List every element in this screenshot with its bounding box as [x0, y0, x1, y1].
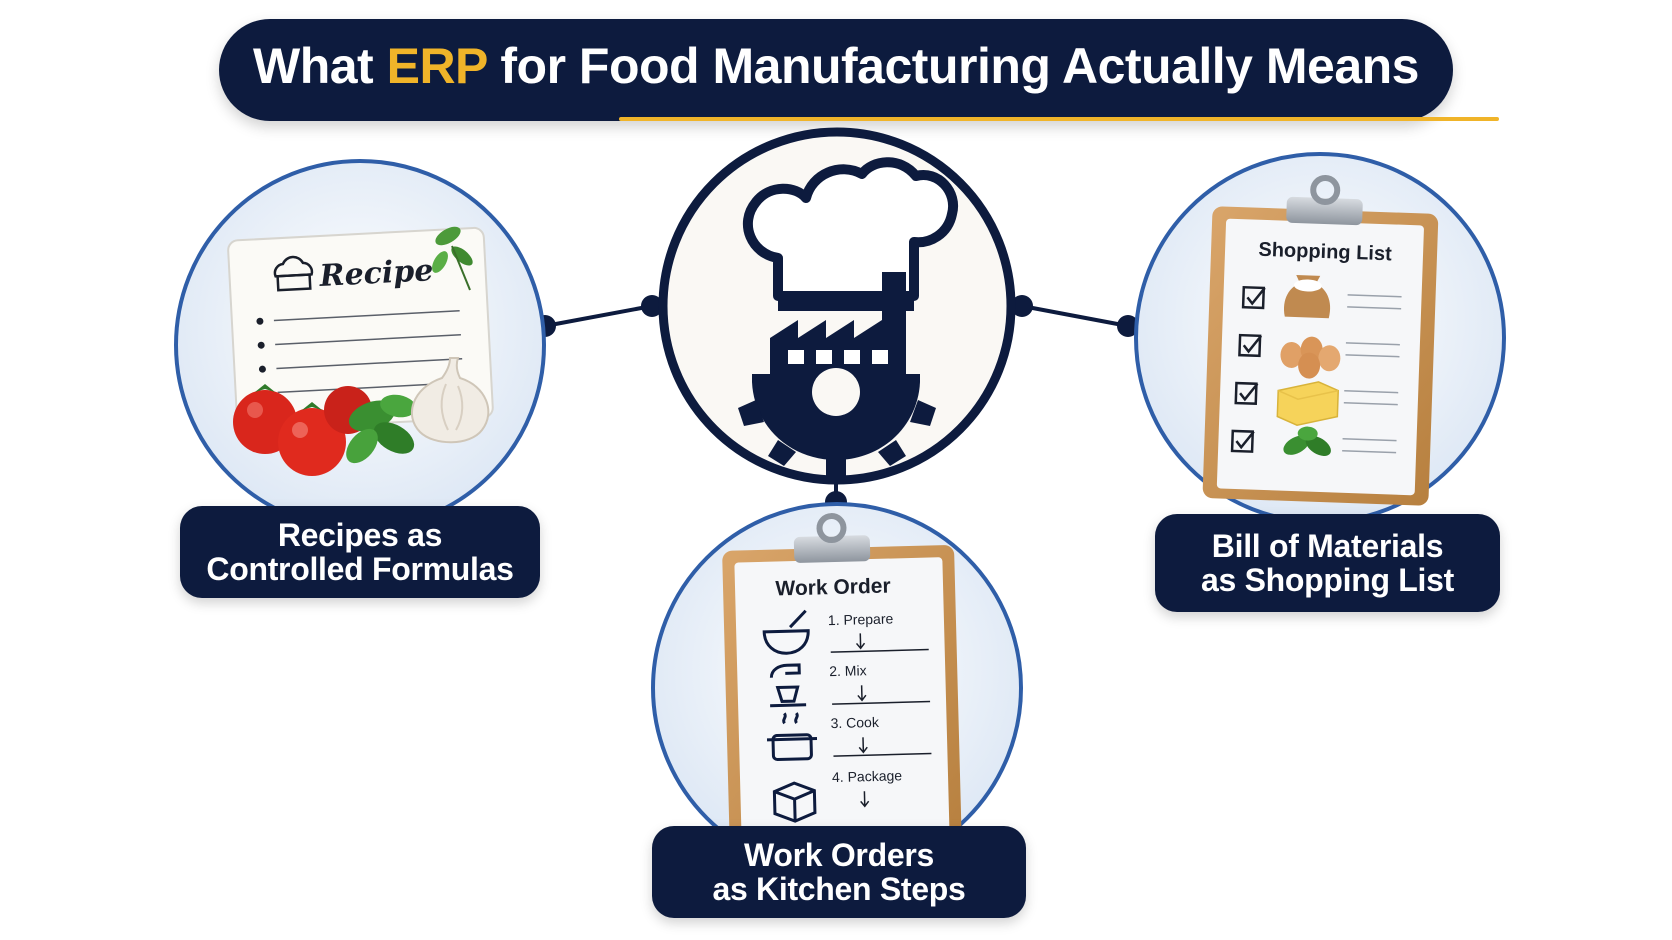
label-bom-line2: as Shopping List [1201, 562, 1454, 598]
work-order-heading: Work Order [775, 575, 891, 601]
eggs-icon [1280, 336, 1341, 379]
step-4: 4. Package [832, 767, 903, 785]
label-bom-line1: Bill of Materials [1211, 528, 1444, 564]
label-recipes-line2: Controlled Formulas [206, 551, 514, 587]
label-work-orders-line2: as Kitchen Steps [712, 871, 966, 907]
title-underline [619, 117, 1499, 121]
label-work-orders-line1: Work Orders [744, 837, 934, 873]
basil-icon [346, 394, 416, 464]
connector-dot-right [1117, 315, 1139, 337]
step-arrows [830, 633, 932, 808]
label-recipes: Recipes as Controlled Formulas [180, 506, 540, 598]
recipe-card: Recipe [227, 226, 494, 432]
clipboard-right: Shopping List [1202, 175, 1439, 506]
flour-sack-icon [1284, 275, 1331, 319]
work-order-steps: 1. Prepare 2. Mix 3. Cook 4. Package [828, 610, 903, 785]
step-3: 3. Cook [830, 714, 880, 731]
bowl-icon [762, 609, 810, 655]
step-2: 2. Mix [829, 662, 867, 679]
page-title: What ERP for Food Manufacturing Actually… [219, 37, 1453, 95]
connector-dot-hub-left [641, 295, 663, 317]
title-suffix: for Food Manufacturing Actually Means [487, 38, 1419, 94]
recipe-circle: Recipe [174, 159, 546, 531]
list-lines [1342, 294, 1402, 454]
clipboard-bottom: Work Order 1. Prepare 2. Mix 3. Cook 4. … [722, 513, 962, 853]
work-order-circle: Work Order 1. Prepare 2. Mix 3. Cook 4. … [651, 502, 1023, 874]
herb-leaves-icon [432, 226, 473, 291]
label-bill-of-materials: Bill of Materials as Shopping List [1155, 514, 1500, 612]
checklist [1230, 285, 1266, 453]
label-recipes-line1: Recipes as [277, 517, 443, 553]
label-work-orders: Work Orders as Kitchen Steps [652, 826, 1026, 918]
basil-small-icon [1283, 426, 1331, 456]
center-hub [658, 127, 1016, 485]
title-banner: What ERP for Food Manufacturing Actually… [219, 19, 1499, 121]
title-prefix: What [253, 38, 387, 94]
title-highlight: ERP [386, 38, 488, 94]
cooking-pot-icon [766, 712, 818, 762]
step-1: 1. Prepare [828, 610, 894, 628]
mixer-icon [769, 663, 807, 708]
recipe-heading: Recipe [318, 253, 434, 294]
package-box-icon [772, 781, 817, 823]
connector-dot-hub-right [1011, 295, 1033, 317]
shopping-list-heading: Shopping List [1258, 239, 1392, 266]
butter-icon [1276, 381, 1340, 426]
shopping-list-circle: Shopping List [1134, 152, 1506, 524]
garlic-icon [411, 357, 490, 444]
work-order-icons [762, 609, 818, 823]
chef-hat-factory-gear-icon [738, 157, 959, 476]
tomato-icon [233, 384, 372, 476]
chef-hat-small-icon [273, 255, 314, 292]
